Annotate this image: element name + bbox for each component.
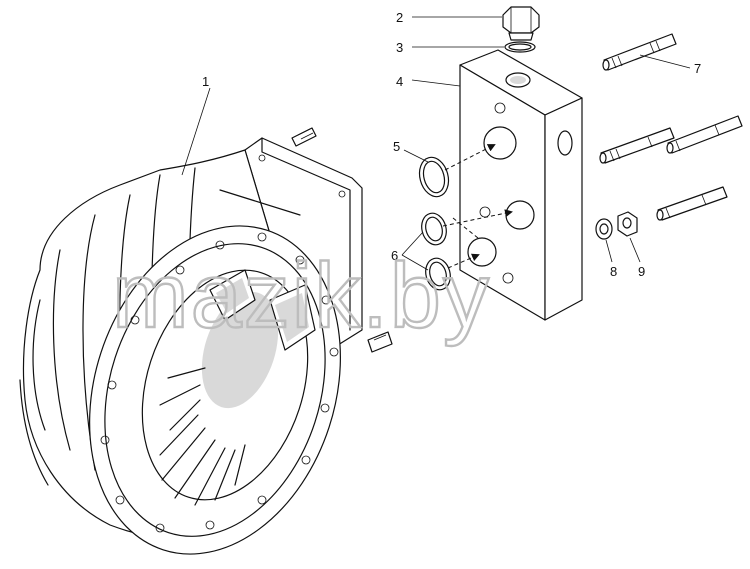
- watermark: mazik.by: [112, 245, 491, 347]
- o-rings-part-6: [421, 209, 513, 291]
- o-ring-part-5: [418, 144, 496, 198]
- callout-3: 3: [396, 40, 403, 55]
- seal-ring-part-3: [504, 41, 536, 53]
- leader-lines: [181, 16, 691, 271]
- callout-5: 5: [393, 139, 400, 154]
- impeller-vanes: [159, 367, 246, 506]
- callout-4: 4: [396, 74, 403, 89]
- housing-part-1: [19, 127, 393, 555]
- washer-part-8: [595, 218, 613, 240]
- callout-9: 9: [638, 264, 645, 279]
- flange-bolt-holes: [100, 232, 339, 533]
- valve-block-part-4: [459, 49, 583, 321]
- callout-1: 1: [202, 74, 209, 89]
- callout-6: 6: [391, 248, 398, 263]
- plug-part-2: [502, 6, 540, 41]
- callout-2: 2: [396, 10, 403, 25]
- callout-labels: 1 2 3 4 5 6 7 8 9: [202, 10, 701, 279]
- studs-part-7: [599, 33, 743, 221]
- nut-part-9: [617, 211, 638, 237]
- callout-7: 7: [694, 61, 701, 76]
- callout-8: 8: [610, 264, 617, 279]
